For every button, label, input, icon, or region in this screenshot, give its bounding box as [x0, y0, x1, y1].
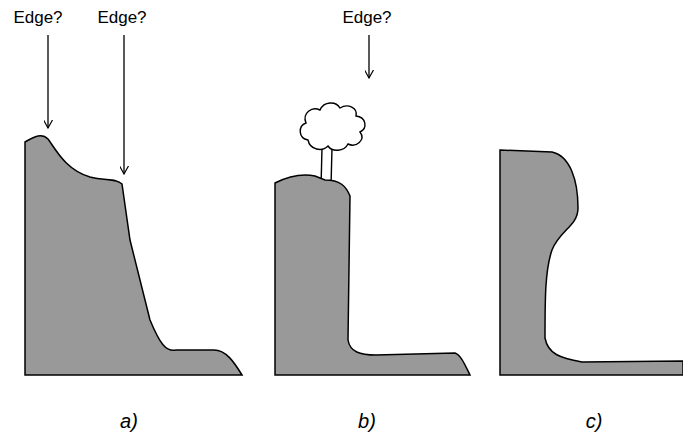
leader-arrow [47, 35, 48, 128]
cliff-profile [25, 136, 242, 375]
panel-caption: c) [586, 410, 603, 433]
edge-label: Edge? [97, 8, 146, 28]
leader-arrow [368, 35, 369, 78]
tree-canopy [300, 103, 365, 150]
panel-caption: a) [120, 410, 138, 433]
edge-label: Edge? [13, 8, 62, 28]
cliff-profile [275, 175, 470, 375]
leader-arrow [123, 35, 124, 174]
edge-label: Edge? [342, 8, 391, 28]
cliff-profile [500, 150, 683, 375]
panel-caption: b) [358, 410, 376, 433]
